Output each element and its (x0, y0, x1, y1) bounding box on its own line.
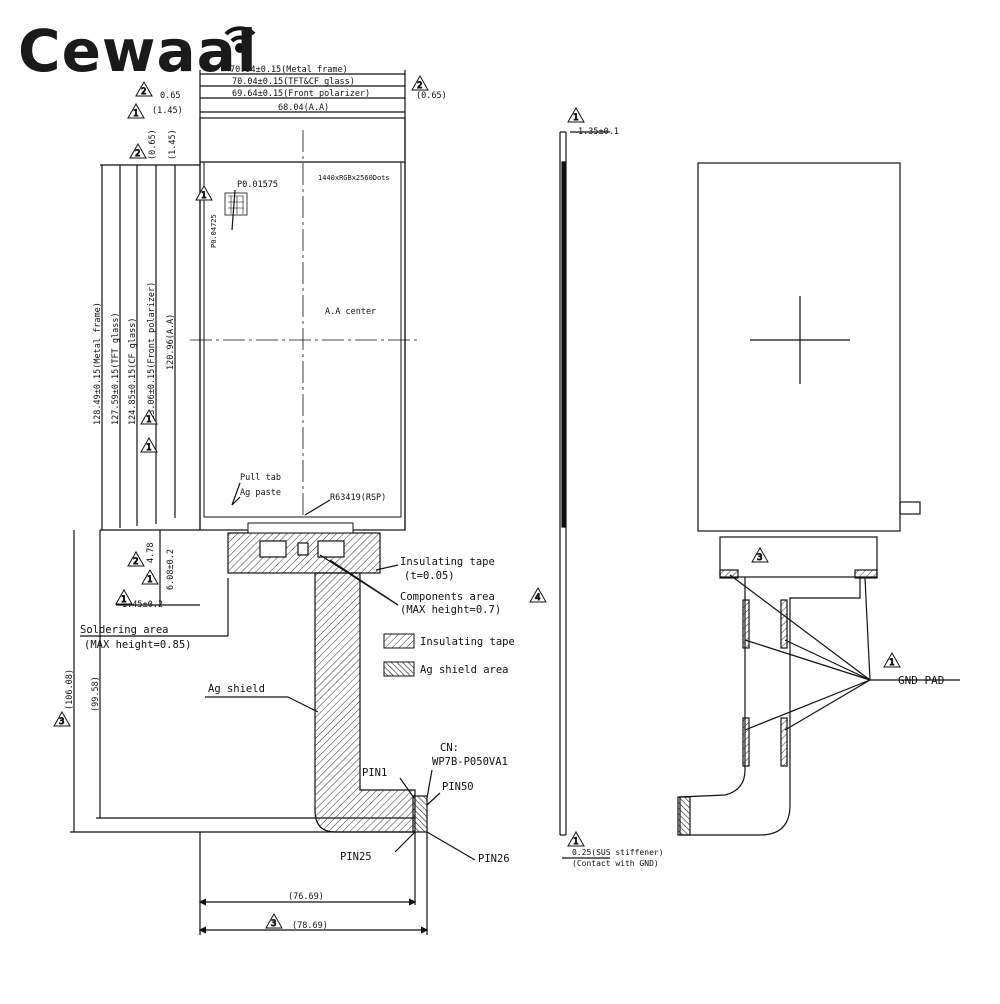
dim-9958: (99.58) (91, 676, 101, 712)
dim-478: 4.78 (146, 543, 156, 563)
gnd-pad-label: GND PAD (898, 674, 944, 687)
pin26-label: PIN26 (478, 853, 510, 865)
dim-608: 6.08±0.2 (166, 549, 176, 590)
rev-mark: 1 (141, 568, 159, 586)
components-area-height: (MAX height=0.7) (400, 604, 501, 616)
ic-label: R63419(RSP) (330, 493, 386, 503)
resolution-label: 1440xRGBx2560Dots (318, 174, 390, 182)
rev-mark: 3 (53, 710, 71, 728)
svg-text:1: 1 (121, 595, 126, 605)
rev-mark: 3 (265, 912, 283, 930)
cn-label: CN: (440, 742, 459, 754)
sus-gnd-label: (Contact with GND) (572, 859, 659, 868)
svg-text:1: 1 (889, 658, 894, 668)
rev-mark: 1 (140, 408, 158, 426)
rev-mark: 1 (127, 102, 145, 120)
svg-text:1: 1 (201, 191, 206, 201)
wifi-icon (224, 26, 256, 53)
dim-065v: (0.65) (148, 129, 158, 160)
rev-mark: 3 (751, 546, 769, 564)
dim-aa-h: 120.96(A.A) (166, 314, 176, 370)
rev-mark: 1 (567, 106, 585, 124)
dim-145b: 1.45±0.2 (122, 600, 163, 610)
svg-text:3: 3 (271, 919, 276, 929)
svg-text:4: 4 (535, 593, 540, 603)
rev-mark: 1 (140, 436, 158, 454)
rev-mark: 2 (411, 74, 429, 92)
side-view (559, 131, 610, 859)
legend-ag-label: Ag shield area (420, 664, 509, 676)
pull-tab-label: Pull tab (240, 473, 281, 483)
ag-paste-label: Ag paste (240, 488, 281, 498)
pin50-label: PIN50 (442, 781, 474, 793)
svg-text:2: 2 (417, 81, 422, 91)
pin1-label: PIN1 (362, 767, 387, 779)
brand-logo: Cewaal (18, 17, 258, 85)
aa-center-label: A.A center (325, 307, 376, 317)
legend-swatch-insulating (383, 633, 415, 649)
back-view (677, 162, 960, 836)
dim-145: (1.45) (152, 106, 183, 116)
dim-tft-w: 70.04±0.15(TFT&CF glass) (232, 77, 355, 87)
dim-polarizer-w: 69.64±0.15(Front polarizer) (232, 89, 370, 99)
svg-text:3: 3 (59, 717, 64, 727)
insulating-tape-label: Insulating tape (400, 556, 495, 568)
components-area-label: Components area (400, 591, 495, 603)
svg-text:2: 2 (133, 557, 138, 567)
dim-10608: (106.08) (65, 669, 75, 710)
legend-insulating-label: Insulating tape (420, 636, 515, 648)
rev-mark: 4 (529, 586, 547, 604)
pixel-pitch-1: P0.01575 (237, 180, 278, 190)
dim-aa-w: 68.04(A.A) (278, 103, 329, 113)
rev-mark: 1 (883, 651, 901, 669)
svg-text:1: 1 (146, 443, 151, 453)
dim-thickness: 1.35±0.1 (578, 127, 619, 137)
svg-text:1: 1 (147, 575, 152, 585)
svg-text:2: 2 (135, 149, 140, 159)
soldering-area-height: (MAX height=0.85) (84, 639, 191, 651)
rev-mark: 1 (195, 184, 213, 202)
legend-swatch-ag (383, 661, 415, 677)
svg-text:1: 1 (573, 113, 578, 123)
rev-mark: 1 (567, 830, 585, 848)
svg-text:2: 2 (141, 87, 146, 97)
dim-7669: (76.69) (288, 892, 324, 902)
dim-tft-h: 127.59±0.15(TFT glass) (111, 312, 121, 425)
svg-text:1: 1 (573, 837, 578, 847)
dim-065: 0.65 (160, 91, 180, 101)
rev-mark: 1 (115, 588, 133, 606)
pin25-label: PIN25 (340, 851, 372, 863)
rev-mark: 2 (129, 142, 147, 160)
front-view (70, 70, 476, 935)
svg-text:1: 1 (146, 415, 151, 425)
connector-part: WP7B-P050VA1 (432, 756, 508, 768)
pixel-pitch-2: P0.04725 (210, 214, 218, 248)
dim-7869: (78.69) (292, 921, 328, 931)
dim-metal-frame-w: 70.94±0.15(Metal frame) (230, 65, 348, 75)
dim-145v: (1.45) (168, 129, 178, 160)
soldering-area-label: Soldering area (80, 624, 169, 636)
dim-cf-h: 124.85±0.15(CF glass) (128, 318, 138, 425)
sus-label: 0.25(SUS stiffener) (572, 848, 664, 857)
rev-mark: 2 (135, 80, 153, 98)
dim-metal-frame-h: 128.49±0.15(Metal frame) (93, 302, 103, 425)
svg-text:1: 1 (133, 109, 138, 119)
dim-polarizer-h: 123.06±0.15(Front polarizer) (147, 282, 157, 425)
ag-shield-label: Ag shield (208, 683, 265, 695)
dim-065b: (0.65) (416, 91, 447, 101)
rev-mark: 2 (127, 550, 145, 568)
svg-text:3: 3 (757, 553, 762, 563)
insulating-tape-thickness: (t=0.05) (404, 570, 455, 582)
